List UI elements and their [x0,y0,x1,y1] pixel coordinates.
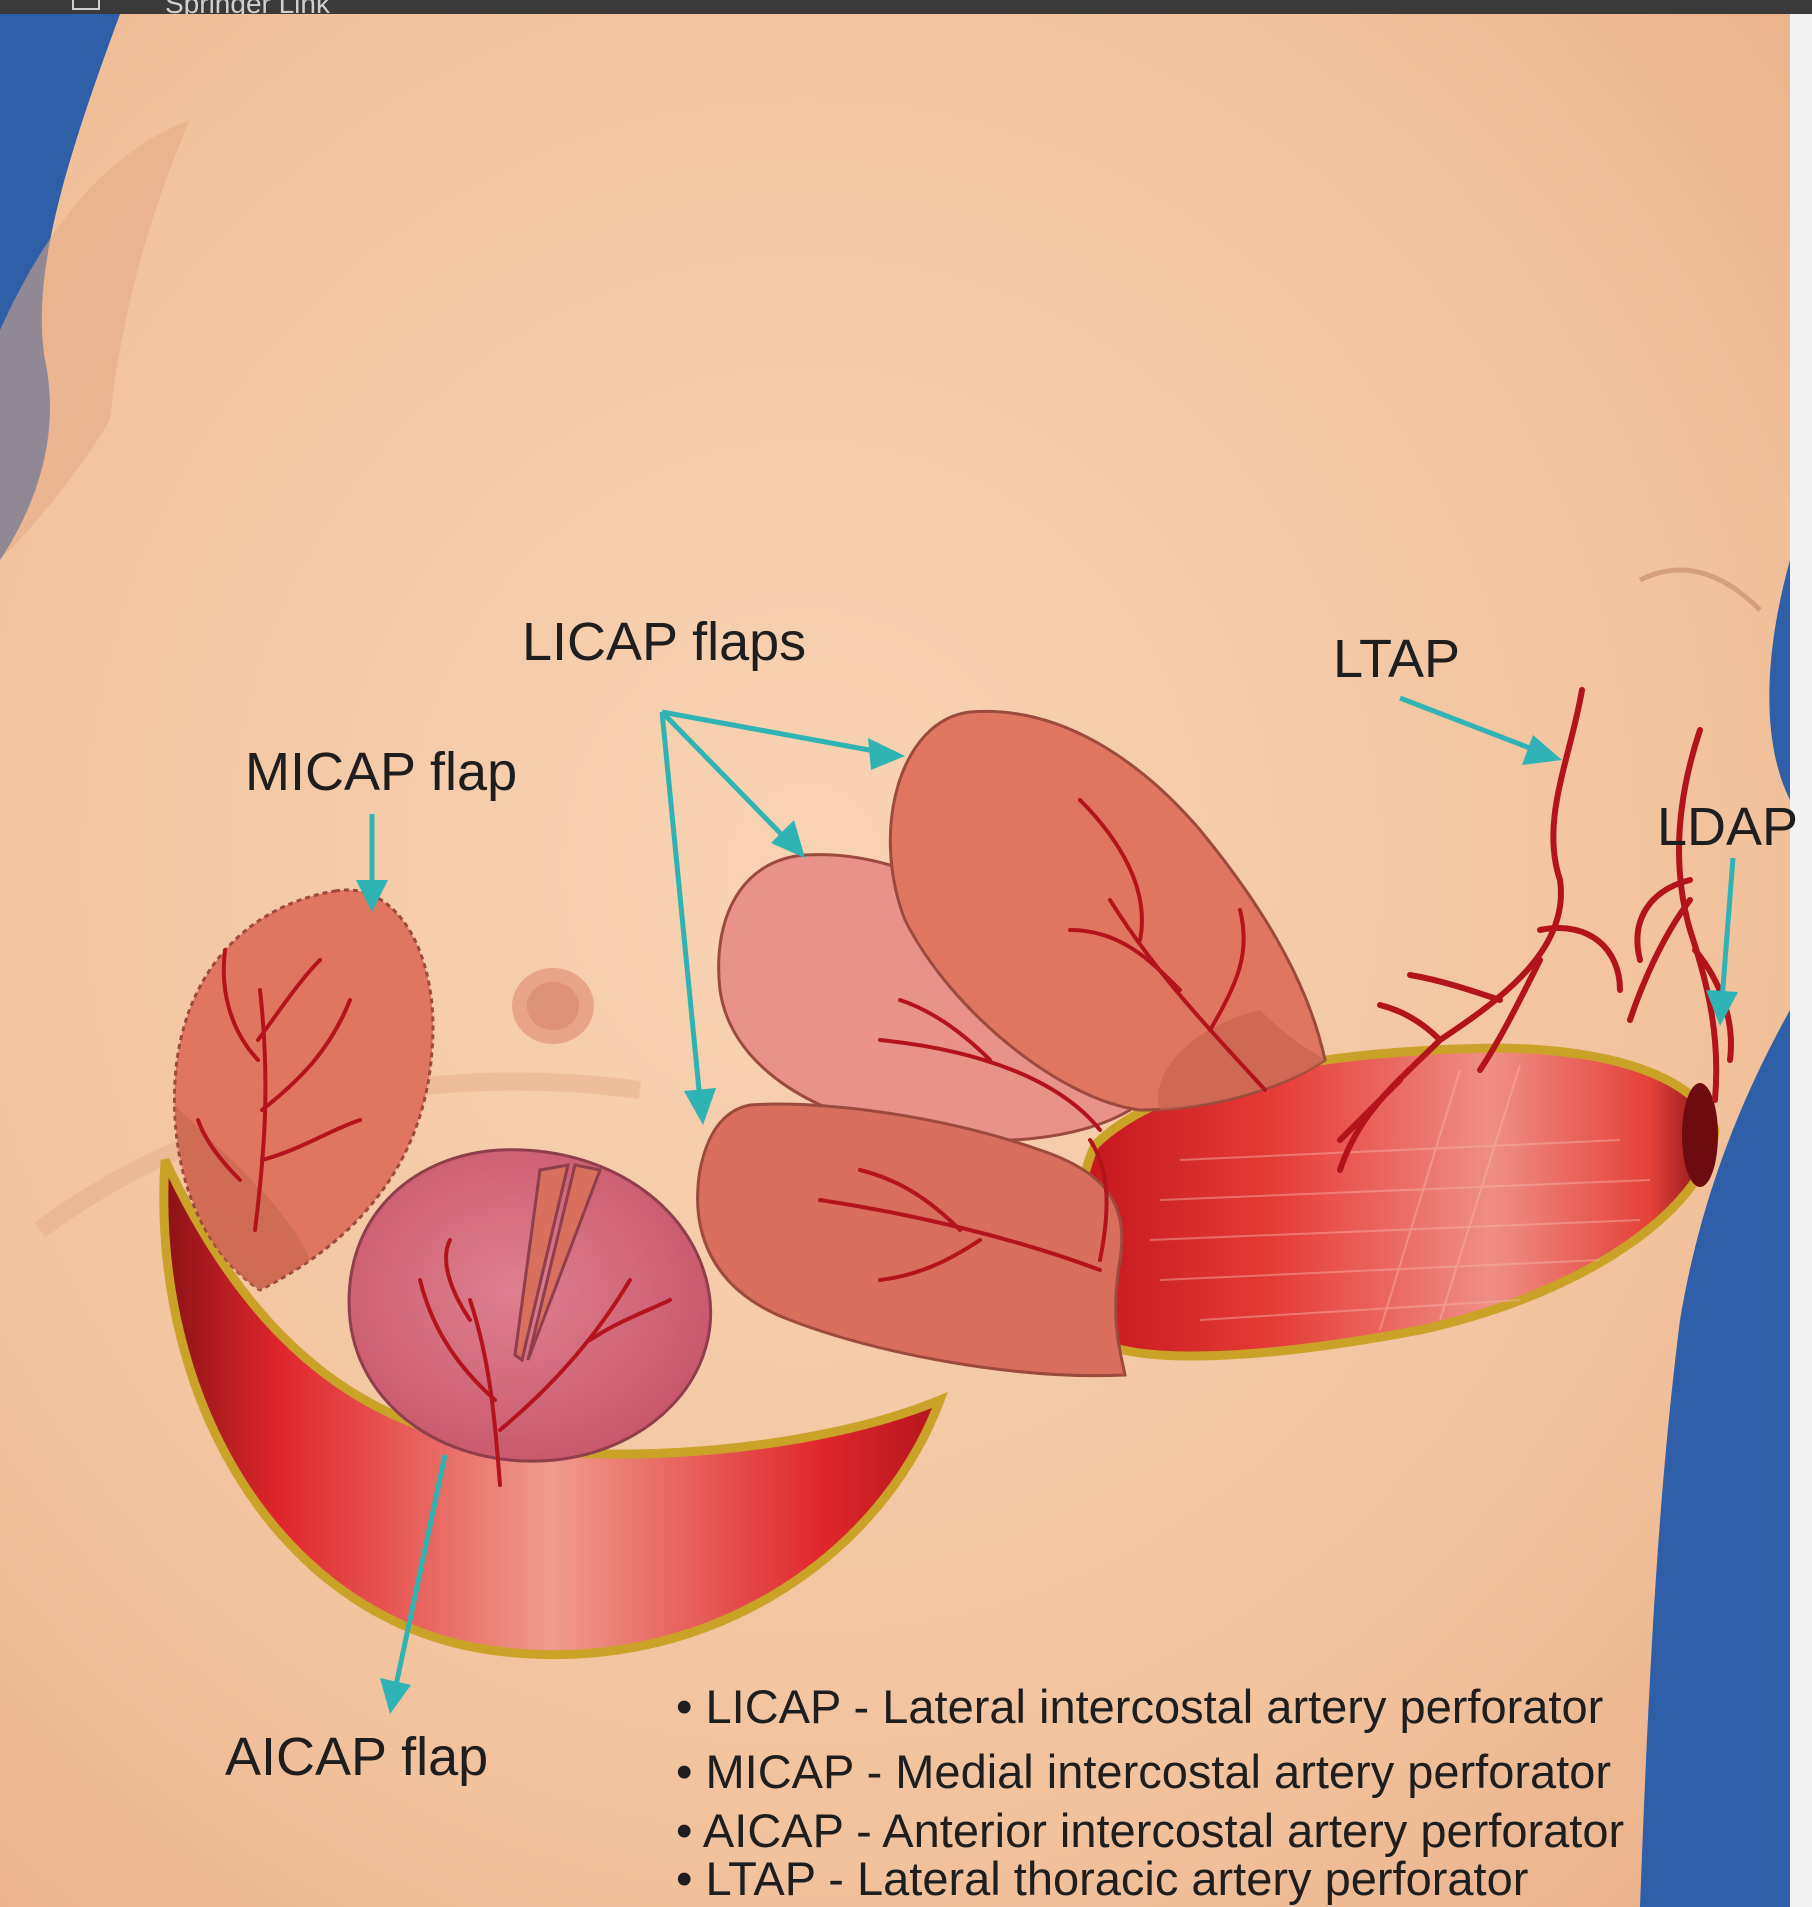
licap-arrows [659,709,905,1125]
micap-flap-label: MICAP flap [245,742,517,802]
flap-anatomy-illustration: LICAP flaps MICAP flap AICAP flap LTAP L… [0,14,1812,1907]
browser-tab-title: Springer Link [165,0,330,14]
armpit-fold [1638,567,1762,612]
aicap-flap-vessels [418,1238,672,1487]
legend-item-aicap: • AICAP - Anterior intercostal artery pe… [676,1804,1624,1857]
licap-flap-upper-pedicle-zone [1158,1010,1325,1110]
springer-logo-icon [72,0,100,10]
micap-arrow [356,814,388,912]
ltap-label: LTAP [1333,629,1460,689]
licap-flap-vessels [818,798,1267,1282]
ltap-vessels [1337,687,1623,1173]
aicap-flap-label: AICAP flap [225,1727,488,1787]
ldap-arrow [1706,857,1738,1026]
shoulder-shadow [0,120,190,560]
muscle-pocket-edge [1682,1083,1718,1187]
page-scroll-margin [1790,14,1812,1907]
legend-item-licap: • LICAP - Lateral intercostal artery per… [676,1680,1603,1733]
micap-flap-vessels [196,948,362,1232]
ldap-label: LDAP [1657,797,1798,857]
inframammary-band [159,1158,948,1660]
legend-item-micap: • MICAP - Medial intercostal artery perf… [676,1745,1611,1798]
legend-item-ltap: • LTAP - Lateral thoracic artery perfora… [676,1852,1528,1905]
licap-flaps-label: LICAP flaps [522,612,806,672]
ltap-arrow [1399,695,1562,765]
licap-flap-lower [696,1102,1127,1378]
licap-flap-upper [888,709,1327,1112]
abbreviation-legend: • LICAP - Lateral intercostal artery per… [676,1680,1624,1905]
aicap-arrow [380,1454,448,1714]
muscle-fibers [1149,1064,1651,1331]
aicap-flap-slit [513,1163,603,1363]
browser-tab-bar[interactable]: Springer Link [0,0,1812,14]
areola-center [527,982,579,1030]
micap-flap-pedicle-zone [175,1105,310,1290]
